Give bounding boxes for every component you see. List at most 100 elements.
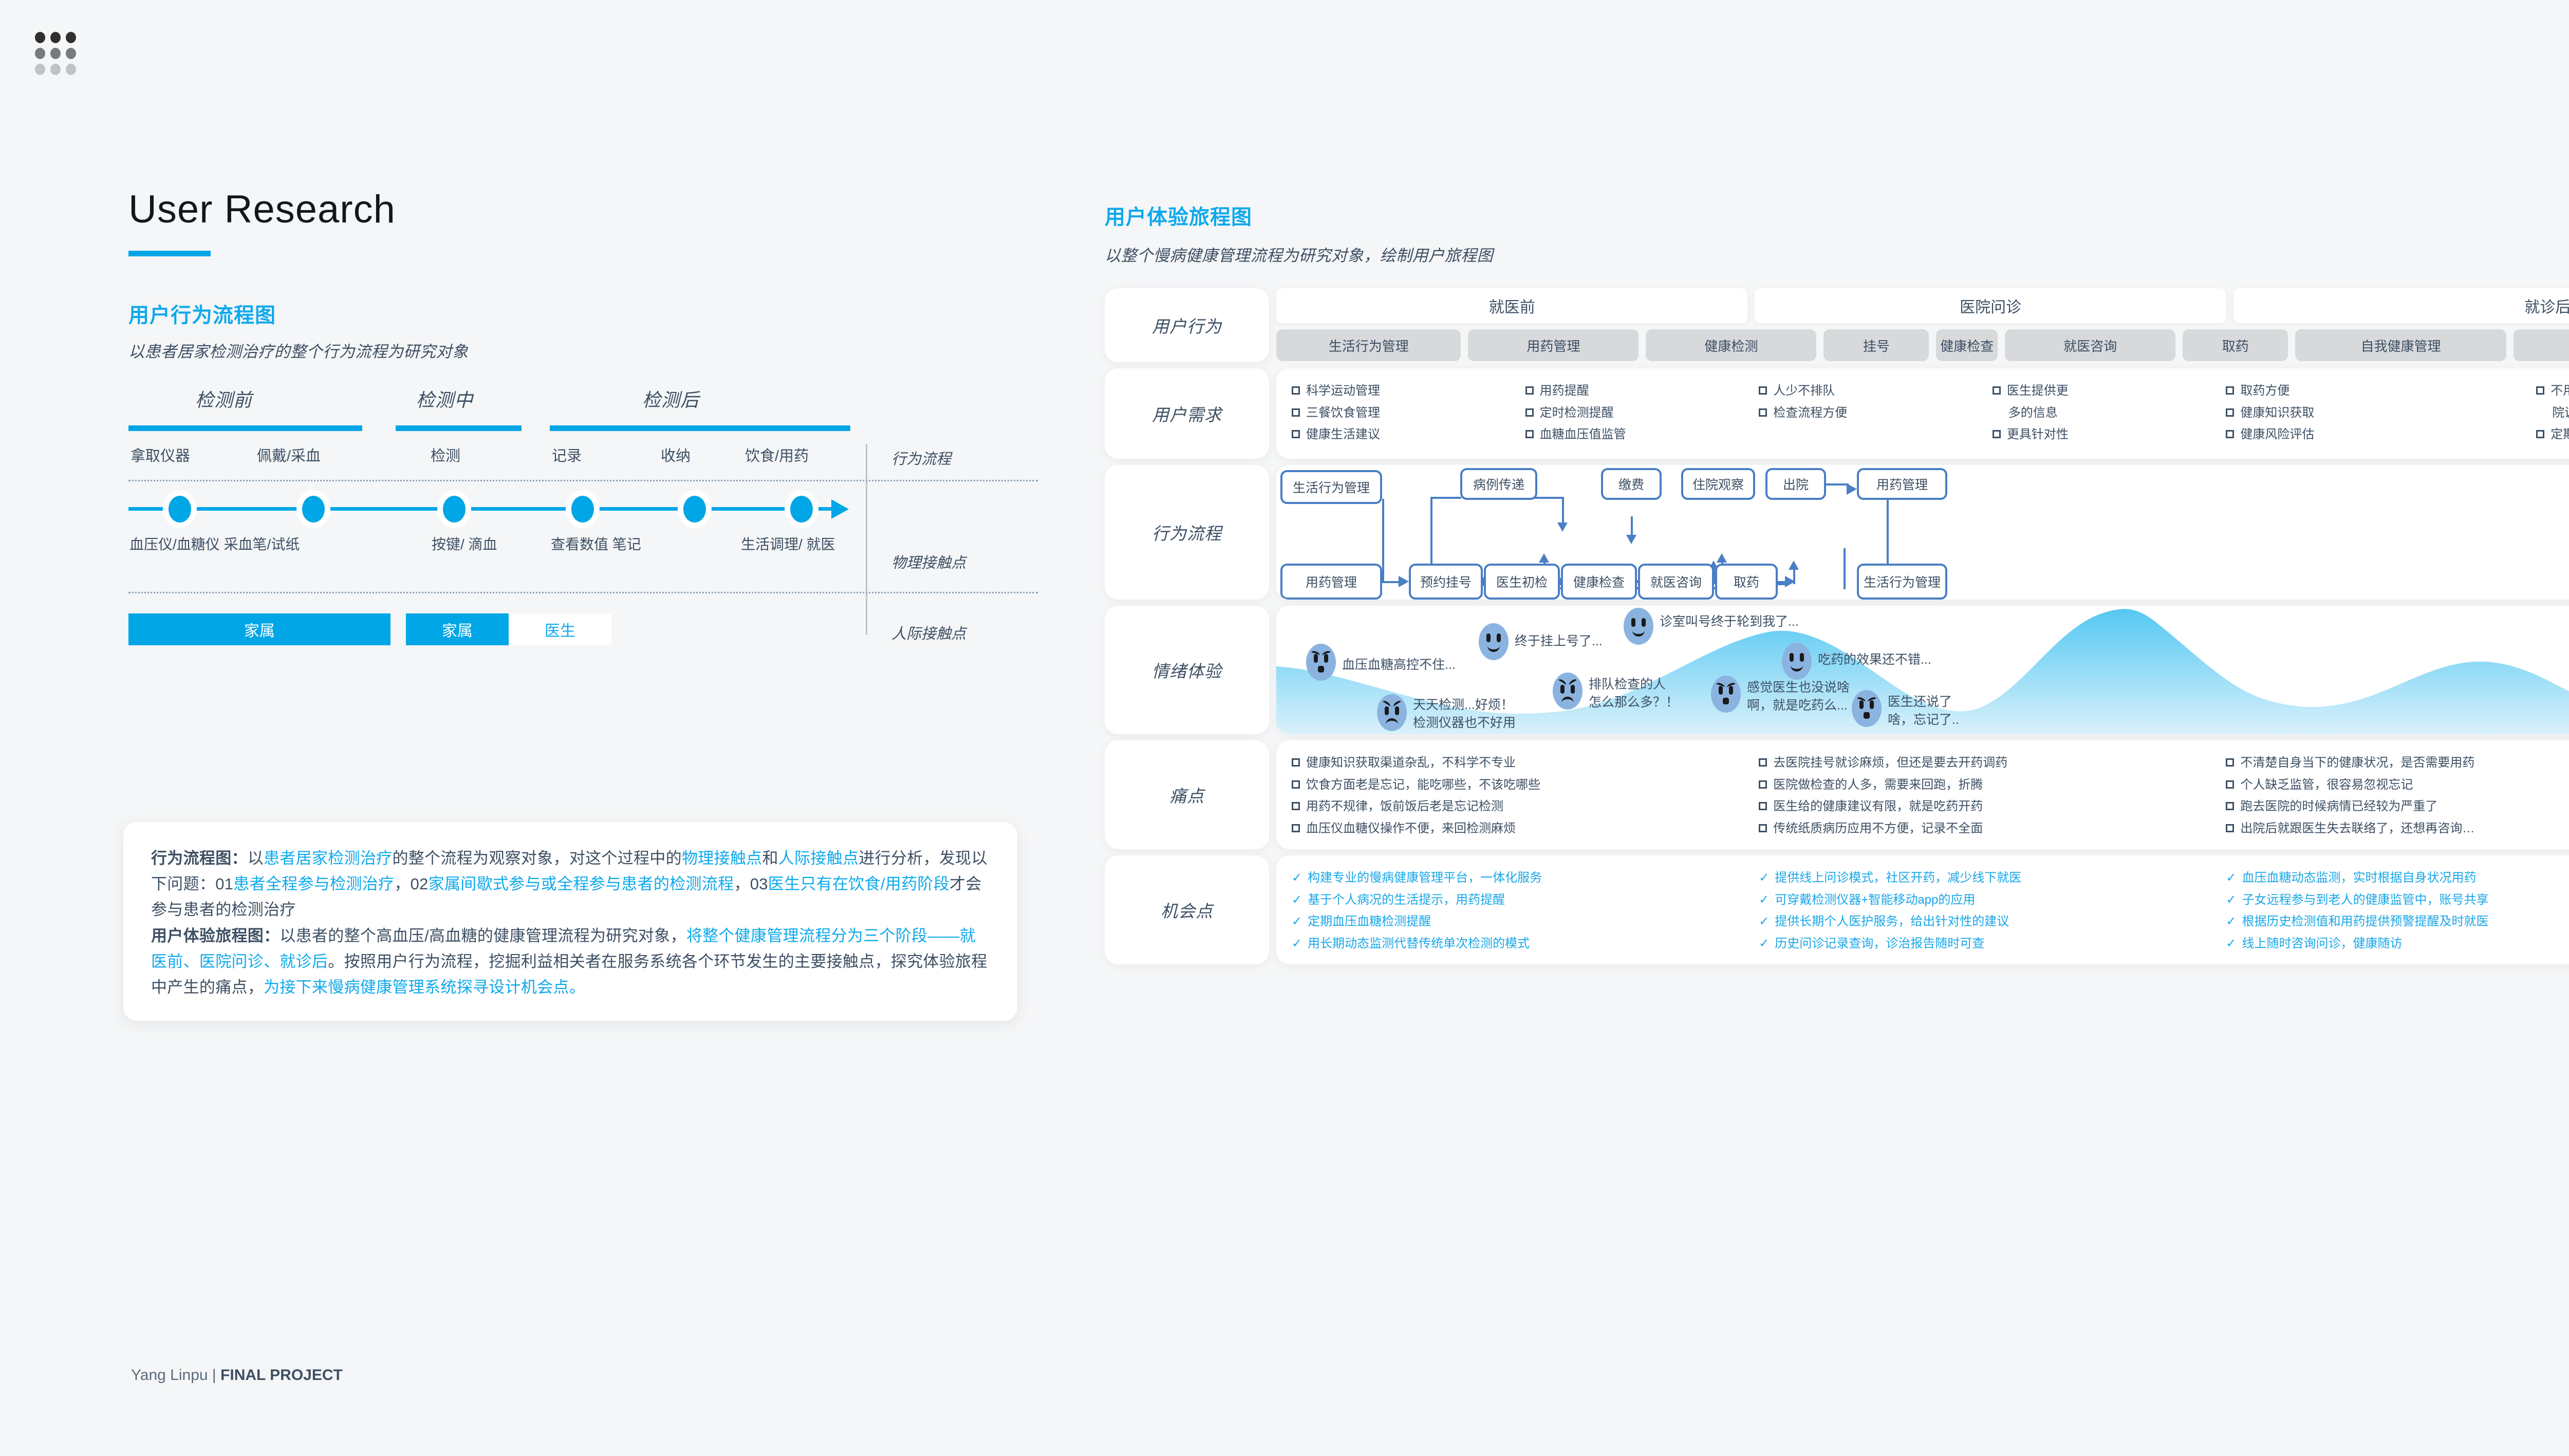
action-chip-0[interactable]: 生活行为管理 (1276, 329, 1461, 361)
check-icon: ✓ (1292, 936, 1302, 950)
journey-stage-1: 医院问诊 (1755, 288, 2226, 323)
emotion-curve-chart: 血压血糖高控不住... 天天检测...好烦！ 检测仪器也不好用 终于挂上号了..… (1276, 606, 2569, 734)
checkbox-icon (1992, 386, 2001, 395)
journey-rowlabel-pain: 痛点 (1105, 740, 1269, 849)
checkbox-icon (1525, 408, 1534, 417)
stage-bar-2 (550, 425, 850, 431)
behavior-vertical-divider (866, 444, 867, 635)
check-icon: ✓ (2226, 914, 2237, 929)
flow-link (1382, 581, 1401, 583)
logo-dot (50, 48, 61, 59)
needs-pre-sub1: 用药提醒 定时检测提醒 血糖血压值监管 (1525, 382, 1752, 447)
behavior-person-row: 家属 家属 医生 人际接触点 (128, 613, 1038, 647)
logo-dot (50, 32, 61, 43)
action-chip-8[interactable]: 用药调整 (2514, 329, 2569, 361)
flow-node-life-behavior-mgmt-b[interactable]: 生活行为管理 (1857, 564, 1947, 600)
need-item: 血糖血压值监管 (1525, 425, 1752, 444)
journey-rowlabel-behavior: 用户行为 (1105, 288, 1269, 362)
checkbox-icon (2226, 780, 2235, 789)
need-item: 检查流程方便 (1759, 404, 1985, 422)
checkbox-icon (1525, 430, 1534, 439)
flow-arrow-icon (1539, 553, 1549, 563)
logo-dot (35, 48, 45, 59)
logo-dot (66, 32, 76, 43)
emotion-note-5: 感觉医生也没说啥 啊，就是吃药么... (1747, 680, 1850, 713)
emotion-note-0: 血压血糖高控不住... (1342, 658, 1456, 672)
journey-row-opportunity: 机会点 ✓构建专业的慢病健康管理平台，一体化服务 ✓基于个人病况的生活提示，用药… (1105, 855, 2569, 964)
behavior-divider-dashed-1 (128, 480, 1038, 481)
checkbox-icon (1525, 386, 1534, 395)
opportunity-item: ✓根据历史检测值和用药提供预警提醒及时就医 (2226, 912, 2569, 931)
flow-node-health-check[interactable]: 健康检查 (1561, 564, 1637, 600)
flow-node-consultation[interactable]: 就医咨询 (1638, 564, 1714, 600)
journey-action-chips: 生活行为管理 用药管理 健康检测 挂号 健康检查 就医咨询 取药 自我健康管理 … (1276, 329, 2569, 361)
flow-node-life-behavior-mgmt[interactable]: 生活行为管理 (1280, 470, 1382, 504)
pain-item: 不清楚自身当下的健康状况，是否需要用药 (2226, 754, 2569, 772)
needs-col-post: 取药方便 健康知识获取 健康风险评估 不用来回跑医 院调药换药 定期健康回访 (2226, 382, 2569, 447)
needs-post-sub1: 不用来回跑医 院调药换药 定期健康回访 (2536, 382, 2569, 447)
stage-bar-0 (128, 425, 362, 431)
checkbox-icon (2226, 758, 2235, 767)
action-chip-3[interactable]: 挂号 (1823, 329, 1929, 361)
behavior-step-2: 检测 (431, 448, 461, 464)
flow-link (1887, 497, 1889, 589)
pain-item: 饮食方面老是忘记，能吃哪些，不该吃哪些 (1292, 776, 1752, 794)
person-chip-doctor: 医生 (509, 613, 611, 645)
insight-card: 行为流程图：以患者居家检测治疗的整个流程为观察对象，对这个过程中的物理接触点和人… (123, 822, 1017, 1021)
checkbox-icon (1992, 430, 2001, 439)
emotion-note-7: 医生还说了 啥，忘记了.. (1888, 695, 1959, 727)
flow-arrow-icon (1847, 483, 1857, 495)
emotion-note-2: 终于挂上号了... (1515, 634, 1603, 648)
need-item: 多的信息 (2008, 405, 2058, 420)
insight-paragraph-1: 行为流程图：以患者居家检测治疗的整个流程为观察对象，对这个过程中的物理接触点和人… (151, 849, 988, 919)
journey-rowlabel-needs: 用户需求 (1105, 368, 1269, 459)
need-item: 人少不排队 (1759, 382, 1985, 400)
flow-node-inpatient-observe[interactable]: 住院观察 (1681, 468, 1755, 500)
behavior-step-row: 拿取仪器 佩戴/采血 检测 记录 收纳 饮食/用药 行为流程 (128, 444, 1038, 482)
need-item: 院调药换药 (2552, 405, 2569, 420)
flow-node-discharge[interactable]: 出院 (1765, 468, 1826, 500)
journey-rowlabel-flow: 行为流程 (1105, 465, 1269, 600)
insight-paragraph-2: 用户体验旅程图：以患者的整个高血压/高血糖的健康管理流程为研究对象，将整个健康管… (151, 926, 988, 997)
emotion-area-path (1276, 609, 2569, 734)
checkbox-icon (1292, 780, 1300, 789)
behavior-rowlabel-human: 人际接触点 (891, 626, 966, 642)
behavior-rowlabel-physical: 物理接触点 (891, 555, 966, 571)
timeline-node-2 (443, 496, 466, 522)
flow-node-payment[interactable]: 缴费 (1601, 468, 1662, 500)
flow-node-case-transfer[interactable]: 病例传递 (1460, 468, 1537, 500)
pain-item: 个人缺乏监管，很容易忽视忘记 (2226, 776, 2569, 794)
touchpoint-3: 生活调理/ 就医 (741, 536, 835, 552)
pain-col-post: 不清楚自身当下的健康状况，是否需要用药 个人缺乏监管，很容易忽视忘记 跑去医院的… (2226, 754, 2569, 841)
checkbox-icon (1292, 430, 1300, 439)
behavior-step-3: 记录 (552, 448, 582, 464)
flow-node-medication-mgmt-a[interactable]: 用药管理 (1857, 468, 1947, 500)
touchpoint-2: 查看数值 笔记 (551, 536, 641, 552)
check-icon: ✓ (1292, 892, 1302, 907)
opportunity-item: ✓血压血糖动态监测，实时根据自身状况用药 (2226, 869, 2569, 887)
checkbox-icon (1292, 386, 1300, 395)
happy-face-icon (1479, 623, 1509, 660)
action-chip-2[interactable]: 健康检测 (1646, 329, 1817, 361)
flow-node-doctor-first-exam[interactable]: 医生初检 (1484, 564, 1560, 600)
flow-node-appointment[interactable]: 预约挂号 (1409, 564, 1483, 600)
action-chip-7[interactable]: 自我健康管理 (2295, 329, 2507, 361)
worried-face-icon (1306, 644, 1336, 681)
emotion-note-3: 排队检查的人 怎么那么多？！ (1589, 677, 1679, 710)
journey-row-needs: 用户需求 科学运动管理 三餐饮食管理 健康生活建议 用药提醒 定时检测 (1105, 368, 2569, 459)
logo-dot (66, 64, 76, 75)
flow-node-medication-mgmt-b[interactable]: 用药管理 (1280, 564, 1382, 600)
flow-node-get-medicine[interactable]: 取药 (1715, 564, 1778, 600)
action-chip-5[interactable]: 就医咨询 (2005, 329, 2176, 361)
worried-face-icon (1711, 676, 1741, 713)
needs-hospital-sub0: 人少不排队 检查流程方便 (1759, 382, 1985, 447)
action-chip-1[interactable]: 用药管理 (1468, 329, 1639, 361)
journey-row-behavior: 用户行为 就医前 医院问诊 就诊后 生活行为管理 用药管理 健康检测 挂号 健康… (1105, 288, 2569, 362)
person-chip-family-2: 家属 (406, 613, 509, 645)
journey-row-flow-body: 生活行为管理 病例传递 缴费 住院观察 出院 用药管理 用药管理 预约挂号 医生… (1276, 465, 2569, 600)
checkbox-icon (1292, 802, 1300, 811)
action-chip-4[interactable]: 健康检查 (1936, 329, 1998, 361)
action-chip-6[interactable]: 取药 (2183, 329, 2288, 361)
need-item: 健康风险评估 (2226, 425, 2529, 444)
need-item: 用药提醒 (1525, 382, 1752, 400)
